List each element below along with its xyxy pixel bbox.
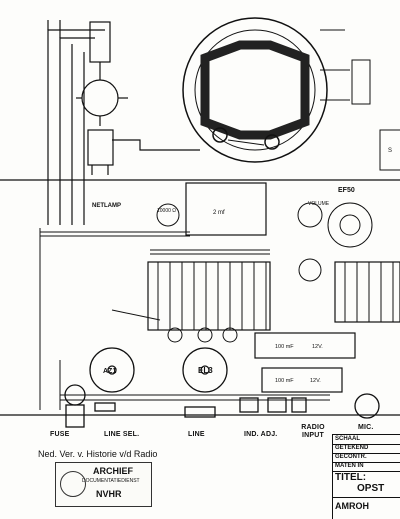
capacitor-100mf-a-label: 100 mF [275,344,294,350]
valve-el3-label: EL3 [198,366,213,375]
capacitor-100mf-b-label: 100 mF [275,378,294,384]
loudspeaker-symbol [182,17,400,171]
volume-label: VOLUME [308,201,330,207]
stamp-documentation-text: DOCUMENTATIEDIENST [82,478,140,484]
valve-az1-label: AZ1 [103,368,116,375]
title-block-schaal: SCHAAL [335,436,360,442]
title-block-titel: TITEL: [335,472,367,483]
line-label: LINE [188,431,205,438]
az1-valve-symbol [89,347,135,393]
title-block-maten-in: MATEN IN [335,463,364,469]
el3-valve-symbol [182,347,228,393]
title-block-titel-value: OPST [357,483,385,494]
archive-stamp: ARCHIEF DOCUMENTATIEDIENST NVHR [55,462,152,507]
top-wiring [0,20,400,416]
fuse-label: FUSE [50,431,70,438]
title-block-company: AMROH [335,501,369,511]
chassis-wiring [39,182,400,410]
speaker-ref-label: S [388,148,392,154]
resistor-10000-label: 10000 Ω [157,208,176,214]
title-block-getekend: GETEKEND [335,445,369,451]
radio-input-label: RADIO INPUT [301,424,325,439]
stamp-nvhr-text: NVHR [96,489,122,499]
mic-label: MIC. [358,424,374,431]
society-caption: Ned. Ver. v. Historie v/d Radio [38,449,158,459]
voltage-a-label: 12V. [312,344,323,350]
capacitor-2mf-label: 2 mf [213,210,225,216]
valve-ef50-label: EF50 [338,187,355,194]
ind-adj-label: IND. ADJ. [244,431,278,438]
nvhr-logo-icon [60,471,86,497]
netlamp-label: NETLAMP [92,203,121,209]
title-block: SCHAAL GETEKEND GECONTR. MATEN IN TITEL:… [332,434,400,519]
mic-socket-symbol [354,393,380,419]
rectifier-valve-symbol [81,79,119,117]
title-block-gecontr: GECONTR. [335,454,367,460]
stamp-archief-text: ARCHIEF [93,466,133,476]
line-selector-label: LINE SEL. [104,431,140,438]
voltage-b-label: 12V. [310,378,321,384]
